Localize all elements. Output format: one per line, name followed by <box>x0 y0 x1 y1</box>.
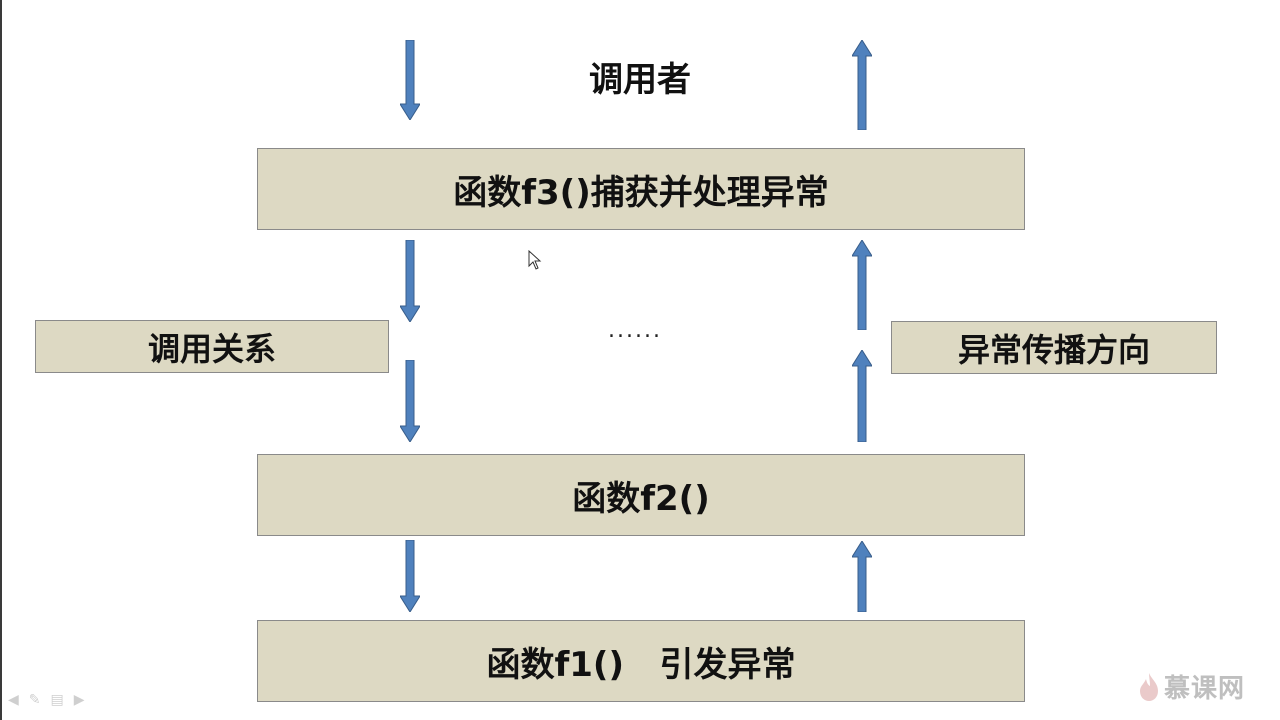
function-f1-box: 函数f1() 引发异常 <box>257 620 1025 702</box>
slide-left-edge <box>0 0 2 720</box>
flame-icon <box>1140 672 1158 701</box>
watermark-logo: 慕课网 <box>1138 668 1245 705</box>
up-arrow-icon <box>852 240 872 330</box>
function-f3-box: 函数f3()捕获并处理异常 <box>257 148 1025 230</box>
call-relation-box: 调用关系 <box>35 320 389 373</box>
watermark-text: 慕课网 <box>1164 674 1246 704</box>
caller-label: 调用者 <box>589 60 691 100</box>
mouse-cursor-icon <box>528 249 542 274</box>
pen-icon[interactable]: ✎ <box>28 692 41 708</box>
call-relation-label: 调用关系 <box>147 329 276 368</box>
up-arrow-icon <box>852 541 872 612</box>
function-f3-label: 函数f3()捕获并处理异常 <box>453 172 829 213</box>
down-arrow-icon <box>400 40 420 120</box>
down-arrow-icon <box>400 540 420 612</box>
function-f1-label: 函数f1() 引发异常 <box>486 644 796 685</box>
exception-direction-label: 异常传播方向 <box>957 330 1150 369</box>
down-arrow-icon <box>400 240 420 322</box>
up-arrow-icon <box>852 350 872 442</box>
function-f2-label: 函数f2() <box>572 478 710 519</box>
function-f2-box: 函数f2() <box>257 454 1025 536</box>
ellipsis-text: ...... <box>608 318 662 343</box>
down-arrow-icon <box>400 360 420 442</box>
previous-slide-icon[interactable]: ◀ <box>8 692 19 708</box>
slide-menu-icon[interactable]: ▤ <box>50 692 64 708</box>
up-arrow-icon <box>852 40 872 130</box>
slideshow-toolbar: ◀ ✎ ▤ ▶ <box>8 692 85 708</box>
next-slide-icon[interactable]: ▶ <box>73 692 85 708</box>
exception-direction-box: 异常传播方向 <box>891 321 1217 374</box>
